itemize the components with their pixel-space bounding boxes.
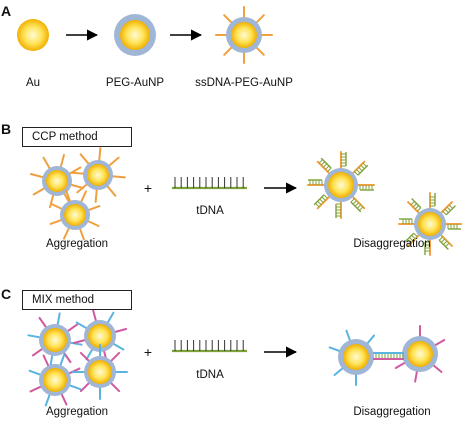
ccp-disaggregated-particle-2-rung <box>407 239 412 244</box>
mix-aggregate-particle-3 <box>28 353 82 407</box>
au-particle <box>17 19 49 51</box>
ccp-disaggregated-particle-1-tdna-backbone <box>357 164 369 176</box>
aggregation-label-c: Aggregation <box>45 406 109 418</box>
ccp-disaggregated-particle-1-rung <box>354 202 360 207</box>
peg-aunp-particle <box>114 14 156 56</box>
ccp-disaggregated-particle-1-rung <box>325 165 330 170</box>
mix-aggregate-particle-1-gold-core <box>43 328 67 352</box>
mix-aggregate-particle-1 <box>27 312 83 368</box>
mix-disaggregated-particle-pink-gold-core <box>407 341 433 367</box>
ccp-disaggregated-particle-2-rung <box>409 237 414 242</box>
ccp-disaggregated-particle-2-rung <box>440 238 446 243</box>
ccp-disaggregated-particle-1-tdna-backbone <box>320 157 332 169</box>
mix-disaggregated-particle-pink <box>394 325 446 383</box>
free-tdna-c <box>172 340 247 353</box>
ccp-disaggregated-particle-1-rung <box>356 204 362 209</box>
ssdna-peg-aunp-particle <box>215 6 273 64</box>
ccp-disaggregated-particle-1-rung <box>362 162 367 167</box>
ccp-disaggregated-particle-2-rung <box>413 232 418 238</box>
disaggregation-label-c: Disaggregation <box>353 406 431 418</box>
ccp-disaggregated-particle-2-tdna-backbone <box>438 239 449 250</box>
au-label: Au <box>25 77 41 89</box>
tdna-label-c: tDNA <box>196 369 224 381</box>
ccp-disaggregated-particle-2-rung <box>445 242 450 247</box>
mix-aggregate-particle-2-gold-core <box>88 324 112 348</box>
ccp-disaggregated-particle-2-rung <box>446 206 451 211</box>
ccp-disaggregated-particle-1-rung <box>350 198 355 203</box>
mix-method-box: MIX method <box>22 290 132 310</box>
ssdna-peg-aunp-label: ssDNA-PEG-AuNP <box>195 77 293 89</box>
ccp-aggregate-particle-1-gold-core <box>46 170 68 192</box>
ccp-disaggregated-particle-2-rung <box>438 236 444 241</box>
panel-letter-a: A <box>1 3 12 19</box>
panel-letter-c: C <box>1 286 12 302</box>
ccp-disaggregated-particle-2-rung <box>414 205 420 210</box>
ccp-disaggregated-particle-1-gold-core <box>328 172 354 198</box>
mix-disaggregated-particle-blue <box>328 329 375 386</box>
mix-disaggregated-particle-blue-gold-core <box>343 344 369 370</box>
ccp-disaggregated-particle-2-tdna-backbone <box>445 205 456 216</box>
ccp-disaggregated-particle-2-rung <box>443 240 448 245</box>
ccp-disaggregated-particle-2-rung <box>410 201 415 206</box>
ccp-disaggregated-particle-2-rung <box>448 204 453 209</box>
ccp-aggregate-particle-2 <box>70 147 126 203</box>
aggregation-label-b: Aggregation <box>45 238 109 250</box>
ccp-disaggregated-particle-2-rung <box>412 203 417 208</box>
ssdna-peg-aunp-particle-gold-core <box>231 22 257 48</box>
ccp-disaggregated-particle-1-rung <box>319 198 324 204</box>
tdna-label-b: tDNA <box>196 205 224 217</box>
free-tdna-b <box>172 177 247 190</box>
ccp-disaggregated-particle-1-rung <box>356 169 361 174</box>
ccp-disaggregated-particle-1-rung <box>360 164 365 170</box>
plus-sign-b: + <box>144 180 152 196</box>
ccp-aggregate-particle-1 <box>29 153 85 209</box>
ccp-disaggregated-particle-1-rung <box>321 196 326 201</box>
mix-aggregate-particle-4 <box>72 344 128 400</box>
ccp-disaggregated-particle-1-rung <box>354 171 359 176</box>
ccp-disaggregated-particle-1-rung <box>327 167 332 172</box>
plus-sign-c: + <box>144 344 152 360</box>
ccp-aggregate-particle-2-gold-core <box>87 164 109 186</box>
ccp-disaggregated-particle-1 <box>307 151 375 219</box>
disaggregation-label-b: Disaggregation <box>353 238 431 250</box>
ccp-disaggregated-particle-2-tdna-backbone <box>411 198 422 209</box>
ccp-aggregate-particle-3 <box>49 189 101 241</box>
tdna-bridge <box>373 352 404 360</box>
reaction-arrows <box>66 29 298 358</box>
ccp-disaggregated-particle-1-rung <box>322 163 328 168</box>
mix-aggregate-particle-4-gold-core <box>88 360 112 384</box>
ccp-disaggregated-particle-1-tdna-backbone <box>313 194 325 206</box>
panel-letter-b: B <box>1 121 12 137</box>
mix-aggregate-particle-3-gold-core <box>43 368 67 392</box>
ccp-disaggregated-particle-1-rung <box>315 203 320 208</box>
ccp-method-box: CCP method <box>22 127 132 147</box>
ccp-disaggregated-particle-1-rung <box>358 166 363 172</box>
ccp-disaggregated-particle-1-rung <box>323 194 328 199</box>
peg-aunp-particle-gold-core <box>120 20 150 50</box>
ccp-disaggregated-particle-2-rung <box>416 207 422 212</box>
ccp-disaggregated-particle-1-tdna-backbone <box>350 201 362 213</box>
ccp-disaggregated-particle-2 <box>398 192 462 256</box>
ccp-disaggregated-particle-1-rung <box>320 161 326 166</box>
ccp-disaggregated-particle-2-tdna-backbone <box>404 232 415 243</box>
au-particle-gold-core <box>17 19 49 51</box>
ccp-disaggregated-particle-1-rung <box>359 206 364 211</box>
ccp-disaggregated-particle-2-rung <box>442 210 447 216</box>
ccp-aggregate-particle-3-gold-core <box>64 204 86 226</box>
ccp-disaggregated-particle-2-rung <box>444 208 449 214</box>
ccp-disaggregated-particle-2-rung <box>411 234 416 240</box>
peg-aunp-label: PEG-AuNP <box>105 77 165 89</box>
ccp-disaggregated-particle-2-gold-core <box>418 212 442 236</box>
ccp-disaggregated-particle-1-rung <box>352 200 357 205</box>
ccp-disaggregated-particle-1-rung <box>317 200 322 206</box>
ccp-disaggregated-particle-1-rung <box>318 159 323 164</box>
